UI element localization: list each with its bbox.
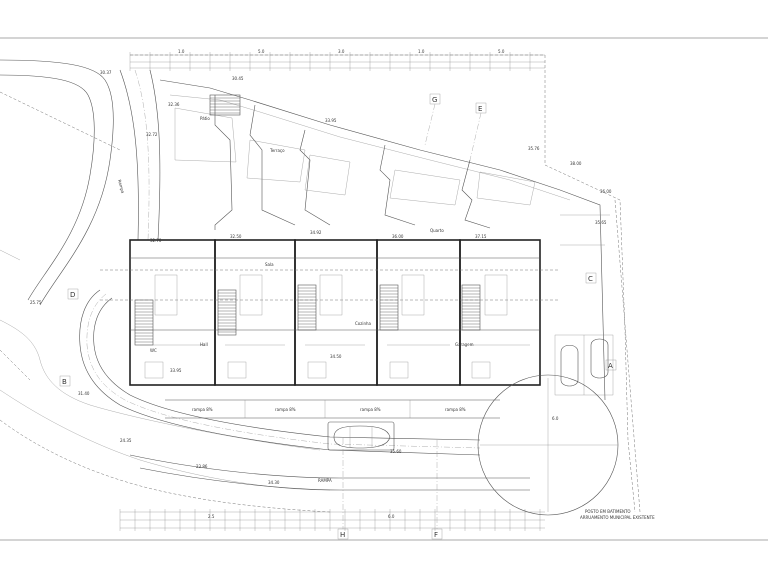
elevation-marks: 30.45 30.37 35.76 33.95 32.72 25.75 24.3… xyxy=(30,70,612,485)
spot-level-2: 32.50 xyxy=(230,234,242,239)
room-tag-quarto: Quarto xyxy=(430,228,444,233)
grid-label-e: E xyxy=(478,105,482,113)
grid-label-h: H xyxy=(340,531,345,539)
dimension-value-7: 6.0 xyxy=(388,514,395,519)
elevation-8: 35.65 xyxy=(595,220,607,225)
room-tag-hall: Hall xyxy=(200,342,208,347)
access-ramp xyxy=(119,69,161,241)
room-tag-patio: Pátio xyxy=(200,116,210,121)
circle-dimension: 6.0 xyxy=(552,416,559,421)
row-houses xyxy=(100,239,560,386)
garage-ramps: rampa 8% rampa 8% rampa 8% rampa 8% xyxy=(165,399,500,419)
dimension-value-4: 1.0 xyxy=(418,49,425,54)
house-unit-4 xyxy=(376,239,461,386)
house-unit-1 xyxy=(129,239,216,386)
staircase xyxy=(209,94,241,116)
room-tag-sala: Sala xyxy=(265,262,274,267)
dimension-value-1: 1.0 xyxy=(178,49,185,54)
elevation-14: 31.40 xyxy=(78,391,90,396)
parked-car-bottom xyxy=(327,421,395,451)
spot-level-7: 34.50 xyxy=(330,354,342,359)
room-tag-terraco: Terraço xyxy=(269,148,285,153)
turning-circle: 6.0 xyxy=(477,374,619,516)
spot-level-5: 37.15 xyxy=(475,234,487,239)
grid-label-a: A xyxy=(608,362,613,370)
spot-levels: 32.70 32.50 34.92 36.00 37.15 33.95 34.5… xyxy=(150,230,487,373)
grid-label-c: C xyxy=(588,275,593,283)
spot-level-4: 36.00 xyxy=(392,234,404,239)
plot-boundary xyxy=(130,54,636,513)
staircase xyxy=(297,284,317,331)
elevation-5: 32.72 xyxy=(146,132,158,137)
vertical-ramp-label: Rampa xyxy=(117,179,126,194)
elevation-13: 34.30 xyxy=(268,480,280,485)
road-boundary xyxy=(0,59,331,513)
staircase xyxy=(217,289,237,336)
house-unit-5 xyxy=(459,239,541,386)
lower-ramp-label: RAMPA xyxy=(318,478,332,483)
grid-label-d: D xyxy=(70,291,75,299)
dimension-value-5: 5.0 xyxy=(498,49,505,54)
elevation-9: 23.86 xyxy=(196,464,208,469)
elevation-12: 32.36 xyxy=(168,102,180,107)
spot-level-1: 32.70 xyxy=(150,238,162,243)
room-tag-garagem: Garagem xyxy=(455,342,474,347)
grid-markers: A B C D E F G H xyxy=(59,93,617,540)
spot-level-3: 34.92 xyxy=(310,230,322,235)
ramp-label-1: rampa 8% xyxy=(192,407,213,412)
room-tag-wc: WC xyxy=(150,348,157,353)
dimension-value-2: 5.0 xyxy=(258,49,265,54)
upper-terraces xyxy=(174,95,536,230)
house-unit-2 xyxy=(214,239,296,386)
staircase xyxy=(379,284,399,331)
elevation-15: 35.60 xyxy=(390,449,402,454)
elevation-10: 36.00 xyxy=(600,189,612,194)
bottom-dimension-chain xyxy=(119,509,545,531)
grid-label-g: G xyxy=(432,96,437,104)
elevation-1: 30.45 xyxy=(232,76,244,81)
staircases xyxy=(134,94,481,346)
elevation-2: 30.37 xyxy=(100,70,112,75)
note-arruamento: ARRUAMENTO MUNICIPAL EXISTENTE xyxy=(580,515,655,520)
elevation-4: 33.95 xyxy=(325,118,337,123)
grid-label-f: F xyxy=(434,531,438,539)
staircase xyxy=(461,284,481,331)
room-tag-cozinha: Cozinha xyxy=(355,321,372,326)
note-posto: POSTO EM BATIMENTO xyxy=(585,509,631,514)
site-contours xyxy=(0,199,641,513)
elevation-3: 35.76 xyxy=(528,146,540,151)
ramp-label-2: rampa 8% xyxy=(275,407,296,412)
dimension-values: 1.0 5.0 3.0 1.0 5.0 2.5 6.0 xyxy=(178,49,505,519)
room-tags: Pátio Terraço Hall Sala Cozinha Quarto G… xyxy=(150,116,474,353)
spot-level-6: 33.95 xyxy=(170,368,182,373)
house-unit-3 xyxy=(294,239,378,386)
elevation-7: 24.35 xyxy=(120,438,132,443)
ramp-label-3: rampa 8% xyxy=(360,407,381,412)
elevation-6: 25.75 xyxy=(30,300,42,305)
curved-driveway xyxy=(79,289,530,491)
staircase xyxy=(134,299,154,346)
elevation-11: 38.00 xyxy=(570,161,582,166)
grid-label-b: B xyxy=(62,378,67,386)
dimension-value-6: 2.5 xyxy=(208,514,215,519)
dimension-value-3: 3.0 xyxy=(338,49,345,54)
ramp-label-4: rampa 8% xyxy=(445,407,466,412)
